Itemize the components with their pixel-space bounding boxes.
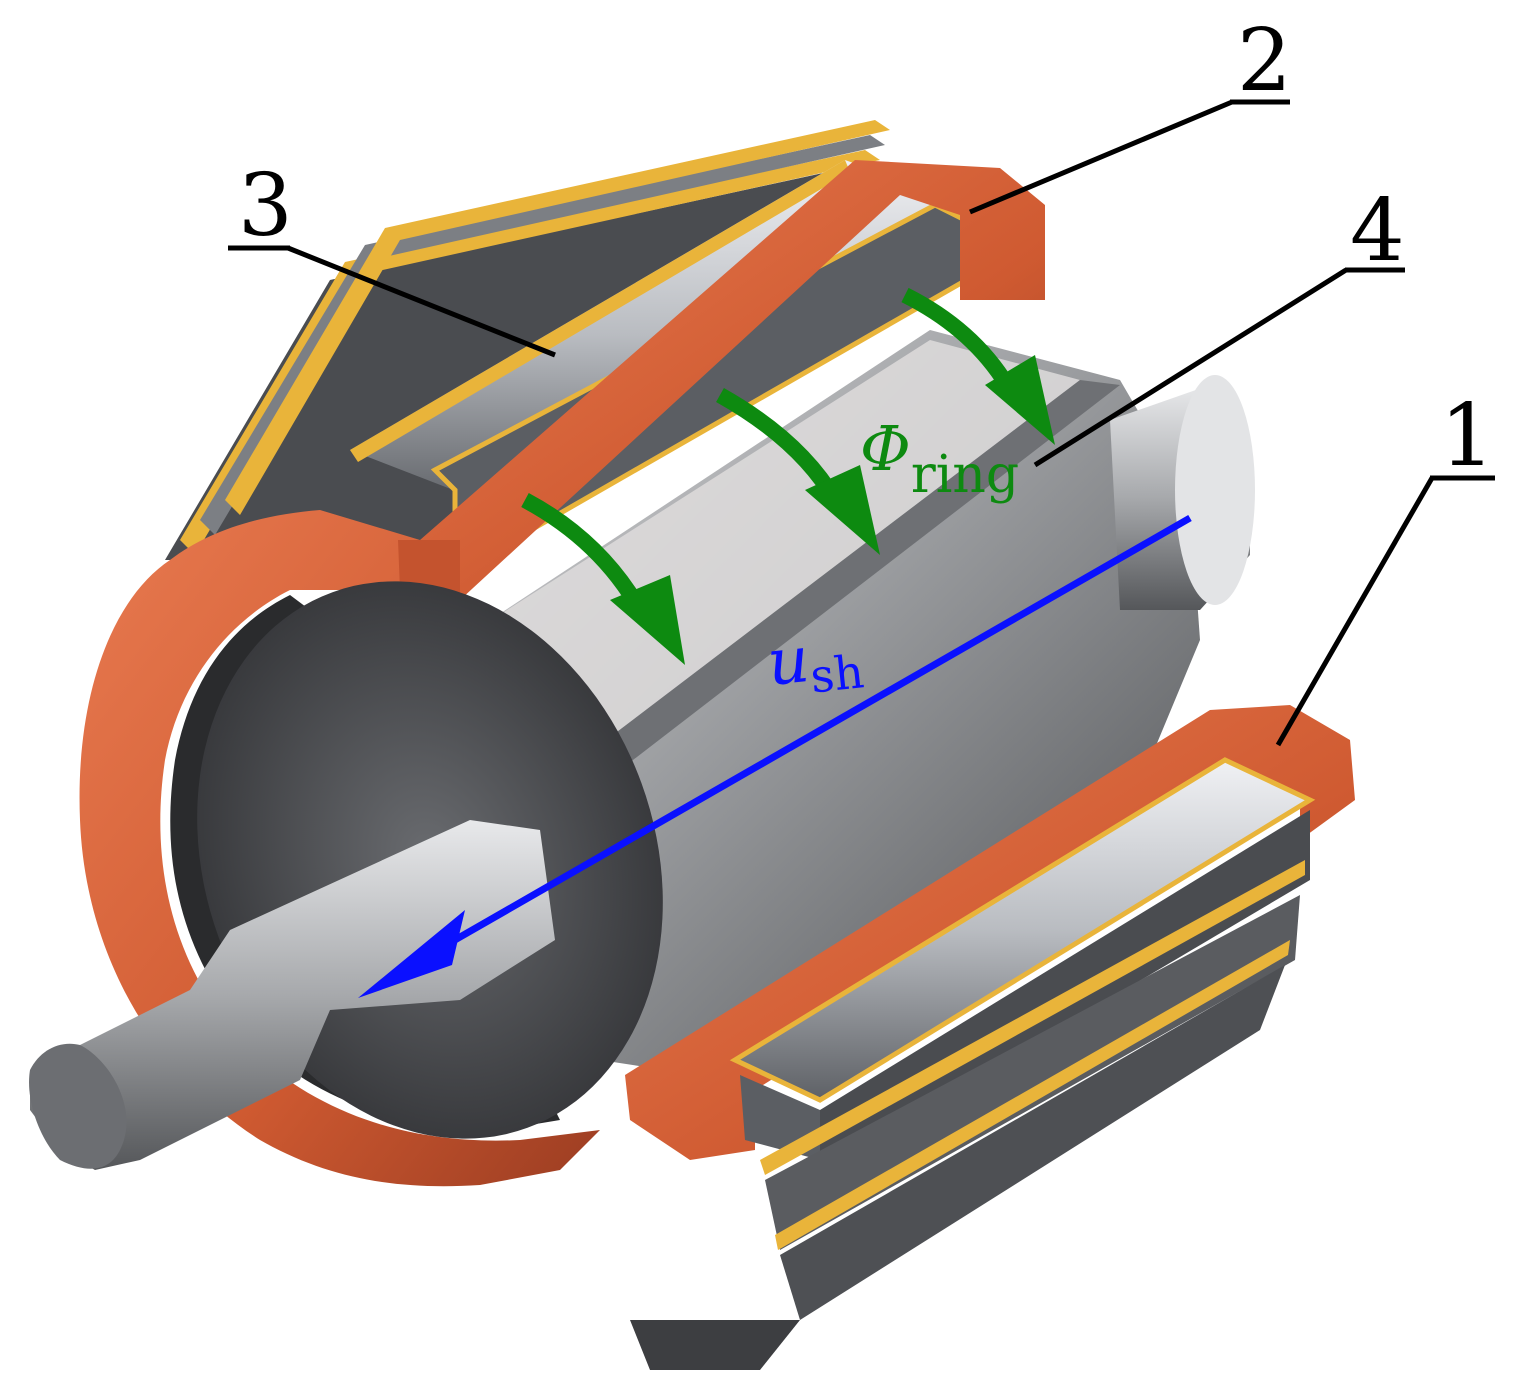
flux-arrows [521,287,1055,665]
callout-1: 1 [1275,386,1495,747]
callout-4: 4 [1033,181,1405,468]
callout-2: 2 [969,11,1292,215]
shaft-rear [1110,375,1255,610]
callout-3: 3 [228,156,556,358]
flux-arrow [716,388,880,555]
svg-text:3: 3 [238,156,293,256]
voltage-label: ush [764,617,866,707]
svg-text:4: 4 [1350,181,1405,281]
flux-label: Φring [860,412,1019,505]
flux-arrow [521,492,685,665]
flux-arrow [901,287,1055,445]
voltage-arrow [358,514,1192,998]
svg-text:2: 2 [1237,11,1292,111]
shaft-front [29,820,555,1170]
svg-text:1: 1 [1440,386,1495,486]
lower-magnet-bar [630,757,1316,1370]
upper-copper-segment [420,160,1045,600]
